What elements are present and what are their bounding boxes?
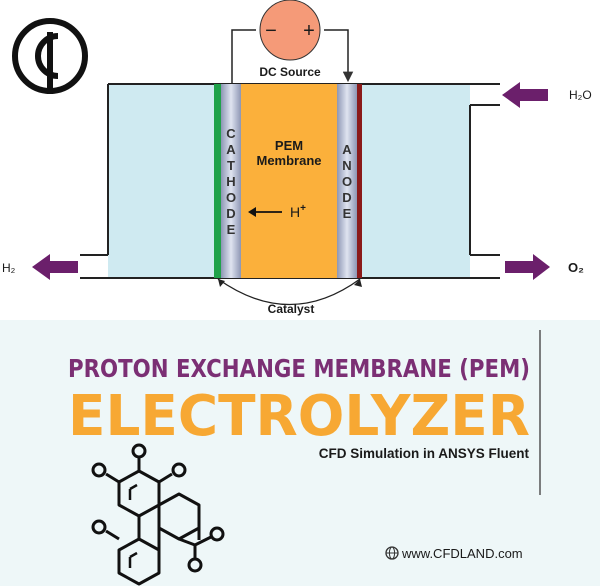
dc-minus-sign: − <box>265 20 277 42</box>
anode-catalyst-layer <box>357 84 362 278</box>
banner-background <box>0 320 600 586</box>
anode-electrode <box>337 84 357 278</box>
cathode-label: C A T H O D E <box>226 126 236 237</box>
proton-label: H+ <box>290 203 306 220</box>
website-link[interactable]: www.CFDLAND.com <box>385 546 523 561</box>
anode-letter: N <box>342 158 351 173</box>
o2-outlet-arrow <box>505 254 550 280</box>
molecule-icon <box>91 443 225 586</box>
cfdland-logo-icon <box>12 18 88 94</box>
cathode-letter: A <box>226 142 236 157</box>
banner-subtitle: CFD Simulation in ANSYS Fluent <box>319 446 530 461</box>
h2-label: H₂ <box>2 261 16 275</box>
h2-outlet-arrow <box>32 254 78 280</box>
anode-letter: O <box>342 174 352 189</box>
proton-transport: H+ <box>248 203 306 220</box>
o2-label: O₂ <box>568 260 584 275</box>
catalyst-label: Catalyst <box>268 302 315 316</box>
cathode-letter: O <box>226 190 236 205</box>
cathode-letter: E <box>227 222 236 237</box>
cathode-catalyst-layer <box>214 84 221 278</box>
catalyst-callout: Catalyst <box>217 278 362 316</box>
anode-letter: D <box>342 190 351 205</box>
h2o-label: H₂O <box>569 88 592 102</box>
membrane-label-line2: Membrane <box>256 153 321 168</box>
electrolyzer-diagram: − + DC Source C A T H O D E A N O D E PE… <box>2 0 592 316</box>
website-text[interactable]: www.CFDLAND.com <box>401 546 523 561</box>
banner-title-line1: PROTON EXCHANGE MEMBRANE (PEM) <box>68 354 530 383</box>
external-circuit <box>231 29 354 84</box>
anode-letter: A <box>342 142 352 157</box>
globe-icon <box>385 546 399 560</box>
banner-title-line2: ELECTROLYZER <box>68 384 530 449</box>
cathode-letter: C <box>226 126 236 141</box>
dc-plus-sign: + <box>303 20 315 42</box>
pem-membrane <box>241 84 337 278</box>
cathode-letter: T <box>227 158 235 173</box>
anode-label: A N O D E <box>342 142 352 221</box>
h2o-inlet-arrow <box>502 82 548 108</box>
cathode-letter: D <box>226 206 235 221</box>
proton-charge: + <box>300 203 306 214</box>
dc-source-label: DC Source <box>259 65 321 79</box>
cathode-electrode <box>221 84 241 278</box>
anode-letter: E <box>343 206 352 221</box>
cathode-letter: H <box>226 174 235 189</box>
title-banner: PROTON EXCHANGE MEMBRANE (PEM) ELECTROLY… <box>0 320 600 586</box>
membrane-label-line1: PEM <box>275 138 303 153</box>
dc-source: − + DC Source <box>259 0 321 79</box>
